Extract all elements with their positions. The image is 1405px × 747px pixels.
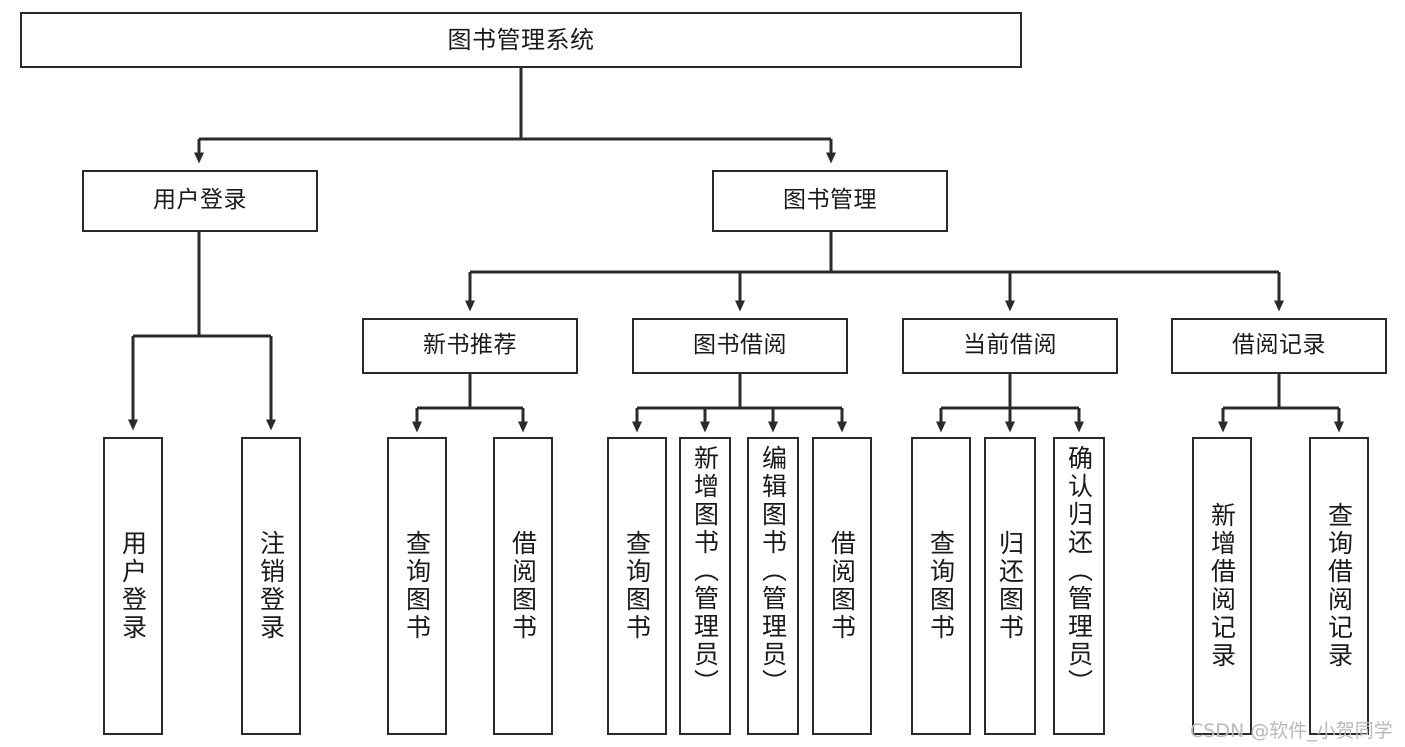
leaf-borrow-record-query-record[interactable]: 查询借阅记录 xyxy=(1309,437,1369,735)
node-label: 图书管理系统 xyxy=(447,25,595,54)
node-label: 新增借阅记录 xyxy=(1207,502,1237,670)
node-borrow-record[interactable]: 借阅记录 xyxy=(1171,318,1387,374)
leaf-borrow-record-add-record[interactable]: 新增借阅记录 xyxy=(1192,437,1252,735)
leaf-book-borrow-edit-book-admin[interactable]: 编辑图书（管理员） xyxy=(747,437,799,735)
node-label: 用户登录 xyxy=(118,530,148,642)
node-label: 用户登录 xyxy=(153,187,247,214)
node-label: 借阅记录 xyxy=(1232,332,1326,359)
node-current-borrow[interactable]: 当前借阅 xyxy=(902,318,1118,374)
node-user-login[interactable]: 用户登录 xyxy=(82,170,318,232)
node-book-management[interactable]: 图书管理 xyxy=(712,170,948,232)
node-label: 查询图书 xyxy=(926,530,956,642)
node-label: 新书推荐 xyxy=(423,332,517,359)
leaf-current-borrow-return-books[interactable]: 归还图书 xyxy=(984,437,1036,735)
node-label: 查询借阅记录 xyxy=(1324,502,1354,670)
leaf-user-login-logout[interactable]: 注销登录 xyxy=(241,437,301,735)
node-root-book-management-system[interactable]: 图书管理系统 xyxy=(20,12,1022,68)
node-label: 注销登录 xyxy=(256,530,286,642)
leaf-user-login-login[interactable]: 用户登录 xyxy=(103,437,163,735)
node-label: 新增图书（管理员） xyxy=(690,445,720,697)
node-new-book-recommend[interactable]: 新书推荐 xyxy=(362,318,578,374)
node-label: 当前借阅 xyxy=(963,332,1057,359)
node-label: 编辑图书（管理员） xyxy=(758,445,788,697)
node-label: 借阅图书 xyxy=(827,530,857,642)
leaf-book-borrow-borrow-books[interactable]: 借阅图书 xyxy=(812,437,872,735)
leaf-new-book-query-books[interactable]: 查询图书 xyxy=(387,437,447,735)
node-label: 归还图书 xyxy=(995,530,1025,642)
node-label: 查询图书 xyxy=(402,530,432,642)
leaf-current-borrow-query-books[interactable]: 查询图书 xyxy=(911,437,971,735)
watermark-text: CSDN @软件_小贺同学 xyxy=(1190,720,1393,742)
leaf-book-borrow-query-books[interactable]: 查询图书 xyxy=(607,437,667,735)
leaf-new-book-borrow-books[interactable]: 借阅图书 xyxy=(493,437,553,735)
leaf-current-borrow-confirm-return-admin[interactable]: 确认归还（管理员） xyxy=(1053,437,1105,735)
node-label: 图书借阅 xyxy=(693,332,787,359)
leaf-book-borrow-add-book-admin[interactable]: 新增图书（管理员） xyxy=(679,437,731,735)
node-book-borrow[interactable]: 图书借阅 xyxy=(632,318,848,374)
node-label: 借阅图书 xyxy=(508,530,538,642)
node-label: 图书管理 xyxy=(783,187,877,214)
node-label: 确认归还（管理员） xyxy=(1064,445,1094,697)
node-label: 查询图书 xyxy=(622,530,652,642)
